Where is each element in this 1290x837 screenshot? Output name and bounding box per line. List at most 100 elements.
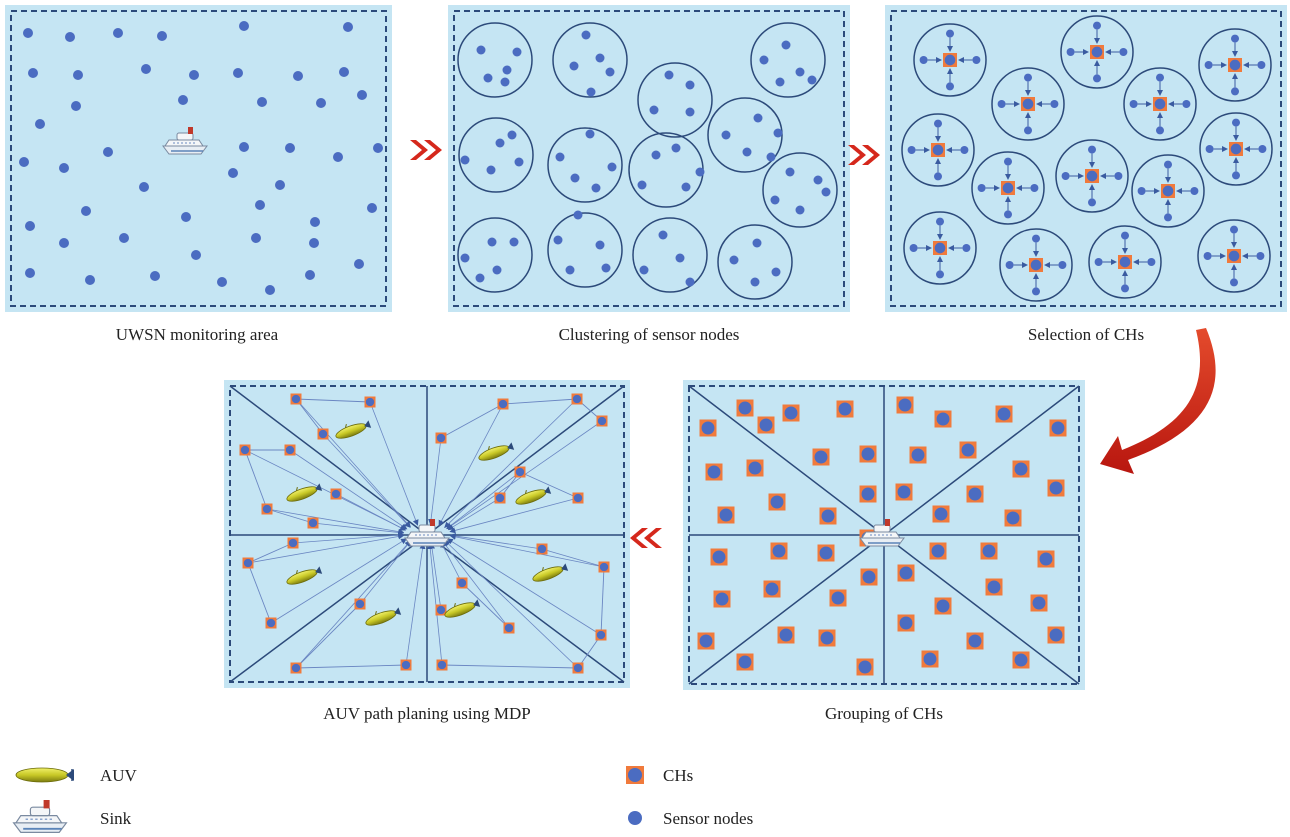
panel-border xyxy=(10,10,387,307)
sink-ship-icon xyxy=(859,519,905,547)
sensor-node xyxy=(1114,172,1123,180)
cluster-head xyxy=(1049,419,1067,437)
ch-cluster xyxy=(913,23,987,97)
ch-cluster xyxy=(1055,139,1129,213)
caption-clustering: Clustering of sensor nodes xyxy=(559,325,740,344)
sink-link-arrow xyxy=(428,437,442,526)
sensor-node xyxy=(721,130,731,140)
sink-link-arrow xyxy=(247,533,405,564)
sensor-node xyxy=(695,167,705,177)
sensor-node xyxy=(1050,100,1059,108)
sink-link-arrow xyxy=(444,398,578,529)
auv-path-segment xyxy=(244,449,269,510)
sensor-node xyxy=(1058,261,1067,269)
sensor-node xyxy=(502,65,512,75)
sensor-node xyxy=(936,270,944,279)
sensor-node xyxy=(637,180,647,190)
cluster-head xyxy=(1037,550,1055,568)
cluster-head xyxy=(290,393,302,405)
cluster-head xyxy=(921,650,939,668)
double-chevron-arrow-2 xyxy=(848,145,880,165)
cluster-head xyxy=(456,577,468,589)
sensor-node xyxy=(507,130,517,140)
sink-link-arrow xyxy=(405,542,426,666)
sensor-node xyxy=(71,101,81,111)
sink-link-arrow xyxy=(440,541,463,584)
cluster-head xyxy=(354,598,366,610)
sensor-node xyxy=(1156,73,1164,82)
auv-path-segment xyxy=(295,396,371,403)
caption-monitoring-area: UWSN monitoring area xyxy=(116,325,279,344)
cluster-head xyxy=(736,653,754,671)
sensor-node xyxy=(775,77,785,87)
sensor-node xyxy=(1129,100,1138,108)
sensor-node xyxy=(781,40,791,50)
sensor-node xyxy=(1147,258,1156,266)
sensor-node xyxy=(671,143,681,153)
sensor-node xyxy=(1088,145,1096,154)
cluster-head xyxy=(494,492,506,504)
sensor-node xyxy=(607,162,617,172)
cluster-head xyxy=(1227,249,1241,263)
cluster-head xyxy=(1001,181,1015,195)
sensor-node xyxy=(309,238,319,248)
sensor-node xyxy=(487,237,497,247)
sensor-node xyxy=(239,21,249,31)
cluster-head xyxy=(836,400,854,418)
sensor-node xyxy=(585,129,595,139)
legend-sensor-node-icon xyxy=(628,811,642,825)
cluster-head xyxy=(1004,509,1022,527)
cluster-head xyxy=(1118,255,1132,269)
sensor-node xyxy=(475,273,485,283)
sensor-node xyxy=(573,210,583,220)
cluster-head xyxy=(1030,594,1048,612)
sector-divider xyxy=(688,385,885,536)
sensor-node xyxy=(275,180,285,190)
sensor-node xyxy=(354,259,364,269)
cluster-head xyxy=(699,419,717,437)
ch-cluster xyxy=(971,151,1045,225)
sensor-node xyxy=(1093,74,1101,83)
auv-path-segment xyxy=(440,403,504,439)
sensor-cluster xyxy=(717,224,793,300)
auv-icon xyxy=(365,607,402,626)
cluster-head xyxy=(265,617,277,629)
auv-path-arrows xyxy=(244,396,607,671)
auv-path-segment xyxy=(295,662,407,669)
sector-divider xyxy=(688,534,885,685)
sensor-node xyxy=(1182,100,1191,108)
sink-link-arrow xyxy=(446,538,602,636)
sensor-node xyxy=(81,206,91,216)
cluster-head xyxy=(1012,651,1030,669)
sensor-node xyxy=(639,265,649,275)
sensor-node xyxy=(934,119,942,128)
panel-border xyxy=(229,385,625,683)
ch-cluster xyxy=(1197,219,1271,293)
sensor-node xyxy=(919,56,928,64)
cluster-group xyxy=(457,22,838,300)
legend-ch-icon xyxy=(626,766,644,784)
panel-background xyxy=(448,5,850,312)
cluster-head xyxy=(856,658,874,676)
sensor-node xyxy=(373,143,383,153)
cluster-head xyxy=(239,444,251,456)
auv-path-segment xyxy=(295,398,324,435)
cluster-head xyxy=(995,405,1013,423)
auv-path-segment xyxy=(600,566,607,636)
sensor-node xyxy=(1004,157,1012,166)
cluster-head xyxy=(400,659,412,671)
sensor-node xyxy=(785,167,795,177)
sensor-node xyxy=(73,70,83,80)
sensor-node xyxy=(934,172,942,181)
cluster-head xyxy=(436,659,448,671)
cluster-head xyxy=(859,445,877,463)
sensor-node xyxy=(759,55,769,65)
sensor-node xyxy=(581,30,591,40)
sensor-node xyxy=(59,163,69,173)
sector-divider xyxy=(426,385,625,536)
sensor-node xyxy=(1190,187,1199,195)
sensor-node xyxy=(150,271,160,281)
auv-icon xyxy=(478,442,515,461)
sensor-cluster xyxy=(750,22,826,98)
cluster-head xyxy=(1047,479,1065,497)
